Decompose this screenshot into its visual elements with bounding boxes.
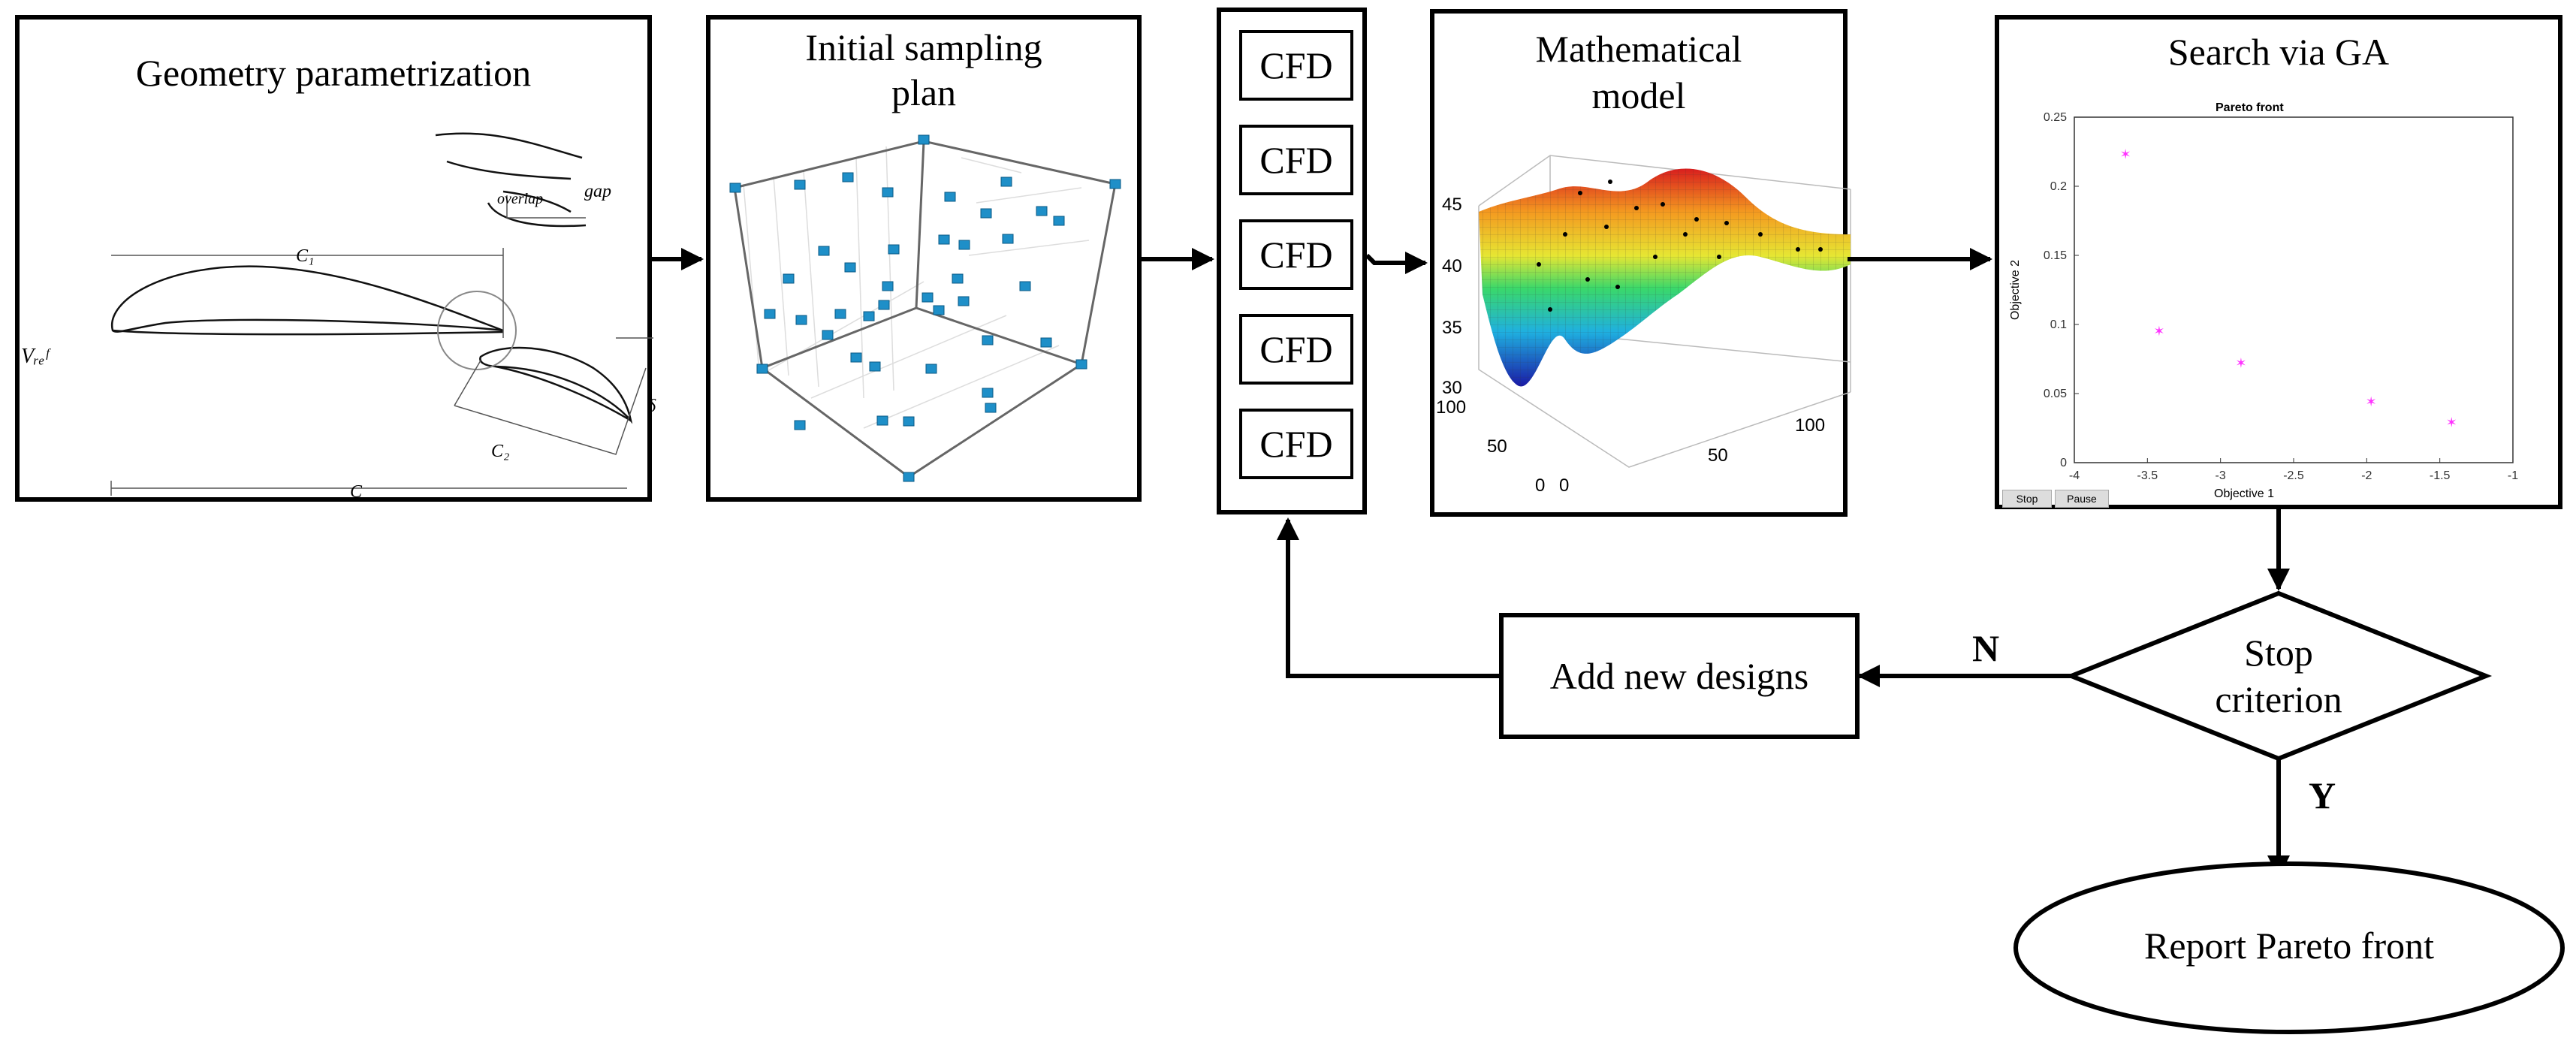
geometry-box: Geometry parametrization C₁ (15, 15, 656, 502)
cfd-box-3: CFD (1239, 219, 1353, 290)
label-c2: C₂ (491, 442, 510, 461)
pareto-xtick-label: -1 (2508, 469, 2518, 482)
pareto-xtick-label: -3 (2216, 469, 2226, 482)
pareto-axes: -4 -3.5 -3 -2.5 -2 -1.5 -1 0 0.05 0.1 0.15 0.2 0.25 ✶… (2044, 111, 2518, 482)
z-tick-45: 45 (1442, 195, 1462, 215)
sampling-title-line2: plan (891, 71, 957, 113)
decision-line2: criterion (2215, 678, 2342, 720)
pareto-ytick-label: 0.05 (2044, 388, 2067, 400)
search-title: Search via GA (2167, 31, 2390, 73)
label-gap: gap (584, 182, 611, 201)
pareto-point: ✶ (2120, 147, 2131, 163)
label-delta: δ (647, 397, 656, 416)
arrow-cfd-to-model (1365, 252, 1428, 274)
pareto-ytick-label: 0.2 (2050, 180, 2067, 193)
cfd-box-5: CFD (1239, 409, 1353, 479)
y-tick-50: 50 (1708, 445, 1728, 466)
z-tick-30: 30 (1442, 378, 1462, 398)
pareto-xlabel: Objective 1 (2214, 487, 2275, 500)
pareto-xtick-label: -2.5 (2283, 469, 2304, 482)
label-overlap: overlap (497, 191, 544, 207)
pareto-xtick-label: -4 (2069, 469, 2080, 482)
pareto-ytick-label: 0.1 (2050, 318, 2067, 331)
airfoil-drawing (110, 132, 653, 496)
pareto-ytick-label: 0.15 (2044, 249, 2067, 262)
sampling-box: Initial sampling plan (706, 15, 1142, 502)
pareto-point: ✶ (2235, 356, 2246, 372)
sampling-cube (729, 134, 1121, 482)
x-tick-100: 100 (1436, 397, 1467, 418)
add-designs-label: Add new designs (1549, 655, 1809, 697)
pareto-ytick-label: 0 (2060, 457, 2067, 469)
model-title-line1: Mathematical (1535, 28, 1742, 70)
pareto-point: ✶ (2446, 415, 2457, 431)
cfd-box-2: CFD (1239, 125, 1353, 195)
cfd-column: CFD CFD CFD CFD CFD (1217, 8, 1367, 514)
sampling-points (729, 134, 1121, 482)
label-c1: C₁ (296, 246, 315, 266)
x-tick-50: 50 (1487, 436, 1507, 457)
no-label: N (1972, 627, 2000, 669)
response-surface-plot (1478, 155, 1851, 468)
pareto-xtick-label: -2 (2361, 469, 2372, 482)
pareto-frame (2074, 116, 2514, 463)
pareto-xtick-label: -3.5 (2137, 469, 2158, 482)
pareto-xtick-label: -1.5 (2430, 469, 2451, 482)
pareto-plot: Pareto front Objective 1 Objective 2 -4-… (1999, 20, 2558, 505)
pareto-point: ✶ (2366, 394, 2377, 410)
label-vref: Vᵣₑᶠ (21, 345, 49, 368)
z-tick-40: 40 (1442, 256, 1462, 276)
pareto-title: Pareto front (2216, 101, 2284, 114)
decision-diamond (2065, 590, 2493, 762)
yes-label: Y (2309, 774, 2336, 816)
add-designs-box: Add new designs (1499, 613, 1860, 739)
search-box: Search via GA Pareto front Objective 1 O… (1995, 15, 2562, 509)
model-title-line2: model (1591, 74, 1686, 116)
cfd-box-4: CFD (1239, 314, 1353, 385)
pareto-ytick-label: 0.25 (2044, 111, 2067, 124)
model-box: Mathematical model (1430, 9, 1851, 517)
x-tick-0: 0 (1535, 475, 1546, 496)
sampling-title-line1: Initial sampling (805, 26, 1042, 68)
stop-button[interactable]: Stop (2002, 490, 2052, 508)
y-tick-0: 0 (1559, 475, 1570, 496)
pareto-point: ✶ (2153, 324, 2164, 339)
arrow-add-to-cfd (1277, 517, 1499, 678)
y-tick-100: 100 (1795, 415, 1826, 436)
report-label: Report Pareto front (2143, 925, 2434, 967)
cfd-box-1: CFD (1239, 30, 1353, 101)
z-tick-35: 35 (1442, 318, 1462, 338)
geometry-title: Geometry parametrization (135, 52, 532, 94)
label-c: C (350, 482, 363, 502)
pause-button[interactable]: Pause (2055, 490, 2109, 508)
decision-line1: Stop (2244, 632, 2313, 674)
